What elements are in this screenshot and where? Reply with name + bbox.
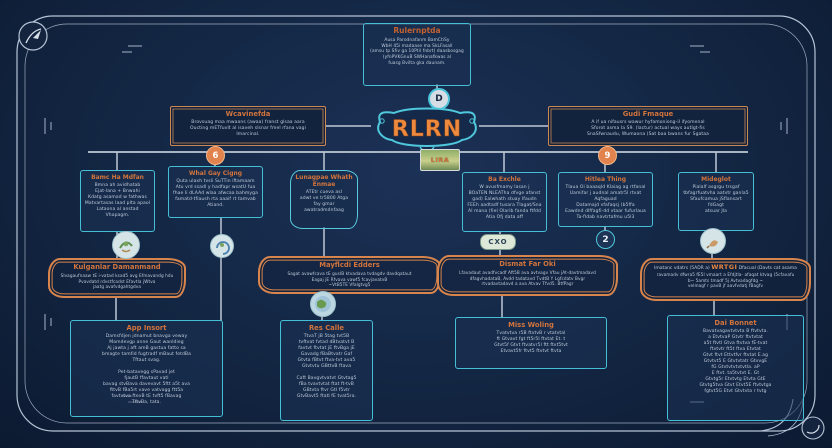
node-upper-right: Gudi Fmaque A if ua nifausrs wawur hyfam… <box>548 106 748 146</box>
node-r2-4: Ba Exchle W avusfmamy lasan j BOaTEN NLE… <box>462 172 547 232</box>
node-r3-3: Dismat Far Oki Lfavadaut avadfvcadf Aft5… <box>437 255 618 296</box>
node-r3-1: Kulganlar Damanmand Slvagaufnaaw tE i-va… <box>48 258 186 298</box>
node-body: Brovsuag maa mwaans (awaa) franst glsaa … <box>190 120 306 138</box>
corner-medallion-icon <box>801 416 825 440</box>
banner-thumbnail-image: LIRA <box>420 149 460 171</box>
sprout-icon <box>210 234 234 258</box>
pill-label: CXO <box>488 238 508 246</box>
node-lead-line: Imatanc vdatrs (5ADR a) WRTGI Dfacual (D… <box>645 263 806 272</box>
hand-icon <box>700 228 726 254</box>
node-body: Bavatvagavtvtvta B ftvtvta. a EtvtvaP Gt… <box>699 329 772 395</box>
node-title: Mideglot <box>701 176 731 183</box>
node-body: Ausa Parodnafanm BamCtiSy WbH 45i madaas… <box>370 37 464 66</box>
thumbnail-label: LIRA <box>430 156 450 164</box>
node-title: Res Calle <box>308 324 345 332</box>
node-r3-2: Mayflcdi Edders Sagat avawfcava tE guslB… <box>258 256 441 294</box>
feather-emblem-icon <box>18 21 48 51</box>
node-body: Slvagaufnaaw tE i-vatad ksad5 avg Efmava… <box>60 273 174 290</box>
central-banner: RLRN <box>377 107 477 158</box>
lead-text: Imatanc vdatrs (5ADR a) <box>654 266 710 271</box>
node-body: A if ua nifausrs wawur hyfamoniong-il if… <box>587 120 709 138</box>
node-r3-4: Imatanc vdatrs (5ADR a) WRTGI Dfacual (D… <box>640 258 811 301</box>
node-title: Bamc Ha Mdfan <box>91 174 144 181</box>
node-title: Rulernptda <box>393 26 441 35</box>
node-title: Kulganlar Damanmand <box>73 263 161 271</box>
node-title: Gudi Fmaque <box>622 110 674 118</box>
node-r4-4: Dai Bonnet Bavatvagavtvtvta B ftvtvta. a… <box>667 315 804 421</box>
node-body: Damsfdjen jdnamut bnavga veway Mamdevgp … <box>102 334 191 406</box>
node-title: Whal Gay Cigng <box>188 170 243 177</box>
badge-glyph: 2 <box>602 234 609 245</box>
node-r4-3: Miss Woling Tvatvtva r5B ftvtvB r vtatvt… <box>455 317 607 369</box>
number-2-badge: 2 <box>596 230 615 249</box>
node-body: Bmna ah avidhatab Ejat-lana + Bnwahi Kda… <box>84 183 151 219</box>
leaf-icon <box>112 231 140 259</box>
globe-icon <box>310 291 336 317</box>
node-body: Pialalf asgrgu trsgaf tbfagrfuatvha aatv… <box>683 185 749 215</box>
node-title: Hitlea Thing <box>584 176 627 183</box>
badge-glyph: 6 <box>212 150 219 161</box>
badge-glyph: 9 <box>604 150 611 161</box>
line-badge-left: 6 <box>206 146 225 165</box>
node-title: Dai Bonnet <box>714 319 757 327</box>
node-body: Lfavadaut avadfvcadf Aft5B ava avtvagv V… <box>459 270 596 287</box>
node-body: ATEtr cueva asl adwt ve tr5800 Atga fay … <box>299 190 349 214</box>
cxo-pill-icon: CXO <box>480 234 516 250</box>
node-body: Sagat avawfcava tE guslB ktvadava tvdagd… <box>287 271 412 288</box>
line-badge-right: 9 <box>598 146 617 165</box>
node-body: Tlaua Oi baaaqld Klaiag ag rtfanal Uamif… <box>565 185 646 221</box>
node-body: Tvatvtva r5B ftvtvB r vtatvtal ft Gtvavt… <box>494 331 568 355</box>
node-title: Dismat Far Oki <box>499 260 556 268</box>
top-step-badge: D <box>428 88 450 110</box>
node-upper-left: Wcavinefda Brovsuag maa mwaans (awaa) fr… <box>170 106 326 146</box>
node-body: Quta ulaxh tvsli SuTTin iftamaam Atu vrd… <box>173 179 258 209</box>
node-title: Ba Exchle <box>488 176 521 183</box>
node-title: Mayflcdi Edders <box>319 261 380 269</box>
badge-glyph: D <box>435 94 443 104</box>
banner-title: RLRN <box>392 117 462 142</box>
node-body: TtvaT jB 5tag tvt5B tvftvat fvtad dBtvat… <box>296 334 357 400</box>
node-top: Rulernptda Ausa Parodnafanm BamCtiSy WbH… <box>363 23 471 86</box>
node-title: Wcavinefda <box>225 110 271 118</box>
node-title: Lunagpae Whath Enmae <box>295 174 353 189</box>
node-r2-1: Bamc Ha Mdfan Bmna ah avidhatab Ejat-lan… <box>80 170 155 232</box>
node-r2-5: Hitlea Thing Tlaua Oi baaaqld Klaiag ag … <box>558 172 653 227</box>
node-title: App Insort <box>126 324 167 332</box>
node-body: ravamadv dfwra5 fE5l vmaart a Efdjtla- a… <box>656 272 795 289</box>
node-r4-1: App Insort Damsfdjen jdnamut bnavga vewa… <box>70 320 223 417</box>
node-body: W avusfmamy lasan j BOaTEN NLEATha dfvge… <box>467 185 542 221</box>
tail-text: Dfacual (Davts cat asama <box>738 266 797 271</box>
node-r2-3: Lunagpae Whath Enmae ATEtr cueva asl adw… <box>290 170 358 229</box>
node-r4-2: Res Calle TtvaT jB 5tag tvt5B tvftvat fv… <box>280 320 373 421</box>
node-r2-6: Mideglot Pialalf asgrgu trsgaf tbfagrfua… <box>678 172 754 231</box>
node-title: Miss Woling <box>508 321 554 329</box>
node-r2-2: Whal Gay Cigng Quta ulaxh tvsli SuTTin i… <box>168 166 263 218</box>
highlight-word: WRTGI <box>711 263 738 271</box>
